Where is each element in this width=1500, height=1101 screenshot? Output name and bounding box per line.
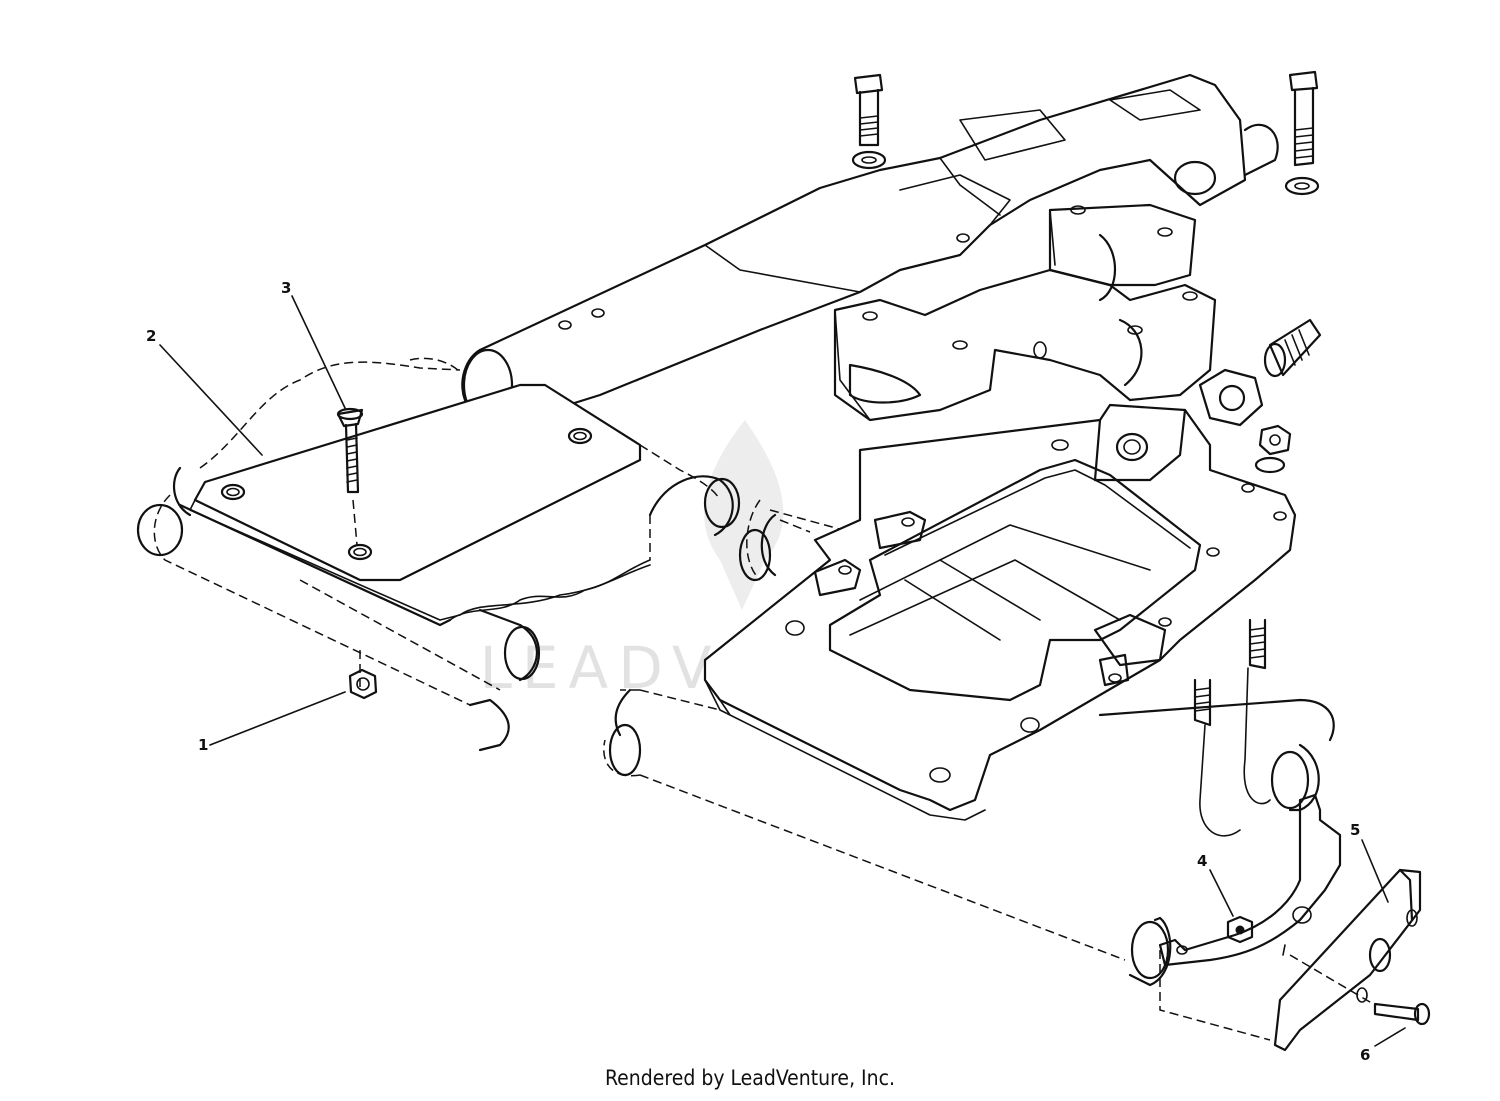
small-nut-washer [1254, 424, 1292, 474]
axle-bolt-right [1284, 70, 1320, 196]
nut-4 [1226, 915, 1254, 944]
callout-6-label: 6 [1360, 1046, 1370, 1064]
callout-2: 2 [146, 327, 263, 456]
strap [1158, 793, 1342, 1041]
screw-3 [336, 407, 364, 546]
watermark-logo-icon [704, 420, 784, 610]
front-axle [461, 73, 1279, 422]
stud [1263, 318, 1322, 378]
callout-5: 5 [1350, 821, 1389, 903]
callout-5-label: 5 [1350, 821, 1360, 839]
callout-3-label: 3 [281, 279, 291, 297]
callout-4: 4 [1197, 852, 1234, 917]
main-frame [603, 403, 1335, 987]
axle-bolt-left [851, 73, 887, 170]
callout-3: 3 [281, 279, 346, 409]
callout-1-label: 1 [198, 736, 208, 754]
footer-credit: Rendered by LeadVenture, Inc. [605, 1066, 895, 1090]
callout-1: 1 [198, 691, 346, 754]
screw-6 [1289, 954, 1431, 1026]
left-frame [136, 357, 741, 752]
callout-4-label: 4 [1197, 852, 1207, 870]
bracket-5 [1273, 868, 1422, 1052]
callout-6: 6 [1360, 1027, 1406, 1064]
hex-nut [1198, 368, 1264, 427]
nut-1 [348, 668, 378, 700]
callout-2-label: 2 [146, 327, 156, 345]
